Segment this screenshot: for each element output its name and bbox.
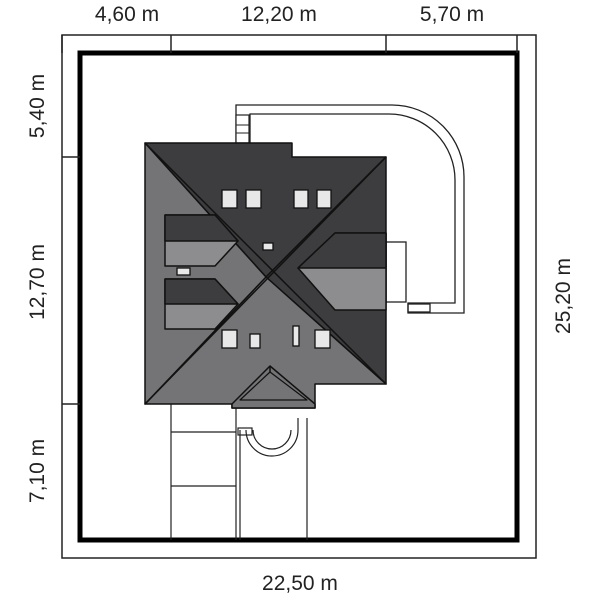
roof-face-west	[144, 142, 267, 405]
skylight	[245, 189, 262, 209]
driveway	[235, 104, 465, 314]
skylight	[293, 189, 309, 209]
skylight-small	[262, 242, 274, 251]
outer-frame	[61, 34, 537, 559]
plot-boundary	[77, 50, 520, 543]
dim-left-middle: 12,70 m	[26, 244, 49, 320]
dim-bottom: 22,50 m	[262, 572, 338, 595]
chimney	[235, 114, 250, 144]
skylight-small	[176, 267, 191, 276]
access-path	[170, 404, 308, 540]
dim-top-right: 5,70 m	[420, 3, 484, 26]
skylights	[176, 189, 332, 349]
dim-left-top: 5,40 m	[26, 74, 49, 138]
entrance-steps	[237, 418, 299, 457]
skylight	[221, 329, 238, 349]
garage-annex	[385, 241, 407, 303]
dim-top-middle: 12,20 m	[241, 3, 317, 26]
skylight-small	[249, 333, 261, 349]
skylight	[314, 329, 331, 349]
top-dimension-ticks	[61, 35, 518, 53]
skylight-narrow	[292, 325, 300, 347]
dim-top-left: 4,60 m	[95, 3, 159, 26]
dim-left-bottom: 7,10 m	[26, 439, 49, 503]
left-dimension-ticks	[62, 156, 80, 405]
skylight	[316, 189, 332, 209]
skylight	[221, 189, 238, 209]
entrance-gable	[231, 365, 316, 409]
main-roof	[144, 142, 387, 409]
dim-right: 25,20 m	[552, 258, 575, 334]
